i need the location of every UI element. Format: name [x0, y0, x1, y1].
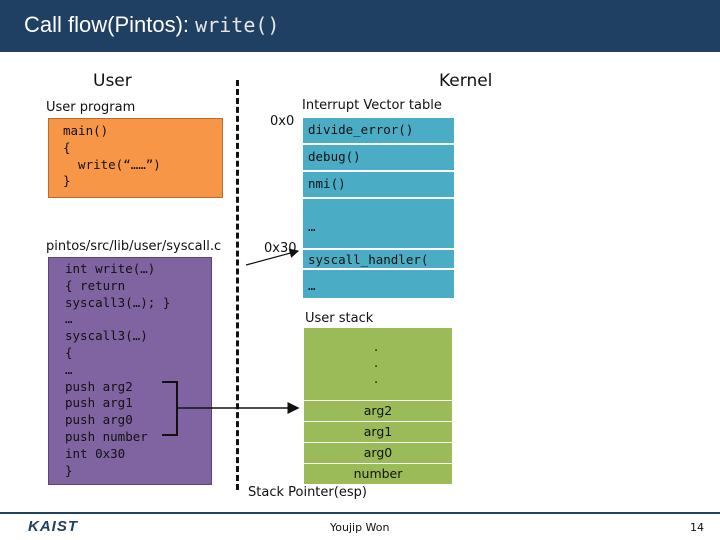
user-program-label: User program [46, 100, 136, 115]
code-line: } [63, 173, 71, 189]
code-line: int 0x30 [65, 445, 126, 461]
code-line: … [65, 361, 73, 377]
ivt-addr-30: 0x30 [264, 241, 297, 256]
code-line: } [65, 462, 73, 478]
code-line: write(“……”) [63, 156, 161, 172]
code-line: syscall3(…) [65, 328, 148, 344]
title-code: write() [195, 13, 280, 37]
code-line: push arg2 [65, 378, 133, 394]
code-line: push arg1 [65, 395, 133, 411]
stack-dot: . [374, 356, 379, 371]
code-line: push number [65, 428, 148, 444]
code-line: int write(…) [65, 261, 156, 276]
code-line: syscall3(…); } [65, 294, 171, 310]
stack-top-region [304, 328, 452, 400]
stack-cell: arg2 [304, 400, 452, 421]
title-prefix: Call flow(Pintos): [24, 12, 196, 37]
kernel-header: Kernel [439, 71, 493, 91]
footer-author: Youjip Won [330, 521, 390, 534]
ivt-entry: … [302, 269, 455, 299]
stack-cell: arg0 [304, 442, 452, 463]
stack-cell: number [304, 463, 452, 484]
code-line: push arg0 [65, 412, 133, 428]
page-number: 14 [690, 521, 704, 534]
stack-dot: . [374, 340, 379, 355]
user-program-box: main() { write(“……”) } [48, 118, 223, 198]
syscall-file-label: pintos/src/lib/user/syscall.c [46, 239, 222, 254]
user-kernel-divider [236, 80, 239, 490]
ivt-label: Interrupt Vector table [302, 98, 442, 113]
code-line: { return [65, 277, 126, 293]
code-line: { [65, 344, 73, 360]
code-line: … [65, 311, 73, 327]
stack-cell: arg1 [304, 421, 452, 442]
title-bar [0, 0, 720, 52]
ivt-addr-0: 0x0 [270, 114, 295, 129]
syscall-code-box: int write(…) { return syscall3(…); } … s… [48, 257, 212, 485]
stack-pointer-label: Stack Pointer(esp) [248, 485, 367, 500]
slide-title: Call flow(Pintos): write() [24, 12, 279, 38]
ivt-entry: syscall_handler( [302, 249, 455, 269]
user-header: User [93, 71, 132, 91]
ivt-entry: … [302, 198, 455, 249]
stack-dot: . [374, 372, 379, 387]
code-line: { [63, 139, 71, 155]
push-bracket [162, 381, 178, 436]
ivt-entry: divide_error() [302, 117, 455, 144]
footer-divider [0, 512, 720, 514]
ivt-entry: nmi() [302, 171, 455, 198]
int-0x30-arrow [245, 248, 300, 266]
kaist-logo: KAIST [28, 518, 78, 535]
ivt-entry: debug() [302, 144, 455, 171]
user-stack-label: User stack [305, 311, 374, 326]
code-line: main() [63, 123, 109, 138]
